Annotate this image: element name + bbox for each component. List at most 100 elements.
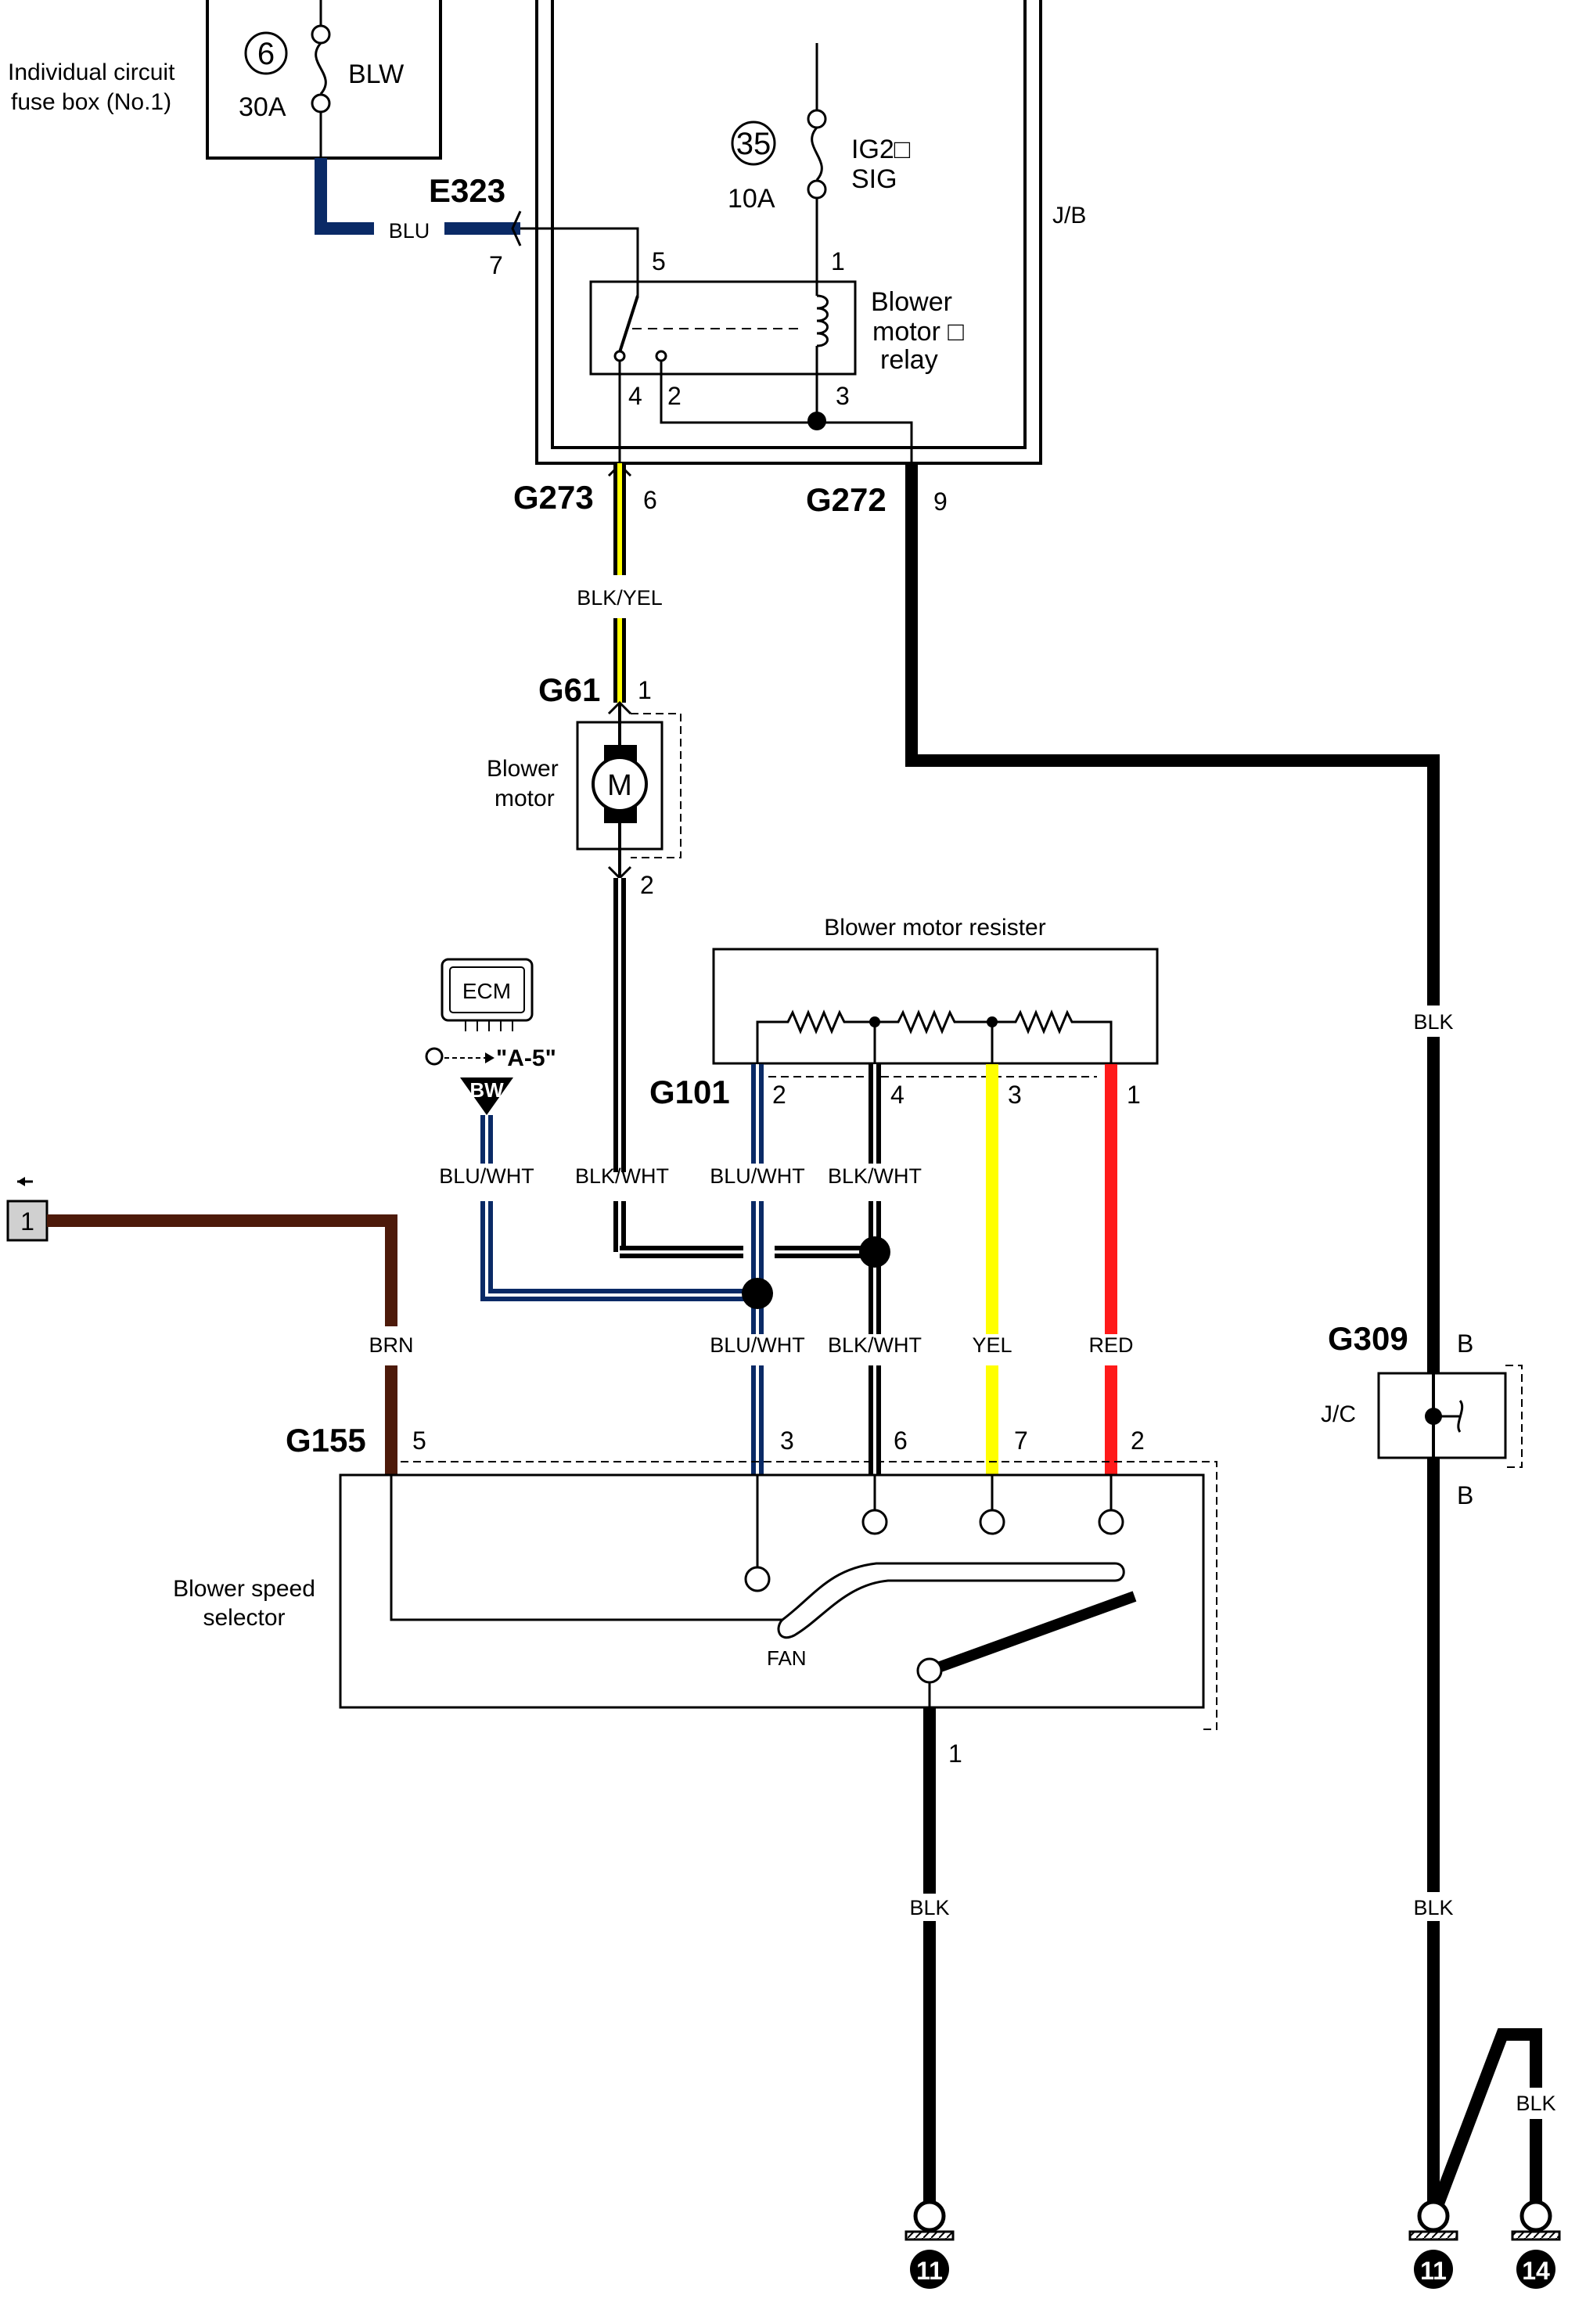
ecm-label: ECM <box>462 979 511 1003</box>
connector-e323: E323 7 <box>429 172 522 279</box>
g155-pin-a: 5 <box>412 1426 426 1455</box>
g272-name: G272 <box>806 481 887 518</box>
blower-speed-selector: Blower speed selector FAN <box>173 1473 1205 1709</box>
g155-pin-e: 2 <box>1131 1426 1145 1455</box>
selector-label-line2: selector <box>203 1605 285 1631</box>
fuse-number-circle <box>244 31 288 75</box>
fuse-35-name-line2: SIG <box>851 164 897 194</box>
blower-motor: M Blower motor <box>487 703 664 878</box>
wire-label-blk-1: BLK <box>1413 1010 1453 1034</box>
selector-label-line1: Blower speed <box>173 1576 315 1602</box>
wire-label-motor-blk-wht: BLK/WHT <box>575 1164 669 1188</box>
relay-label-line3: relay <box>880 345 938 375</box>
fan-label: FAN <box>767 1646 807 1670</box>
g101-pin-a: 2 <box>772 1081 786 1109</box>
fuse-35-circle <box>731 121 776 166</box>
wire-label-blu-wht-1: BLU/WHT <box>710 1164 805 1188</box>
selector-pivot <box>916 1657 943 1684</box>
blower-motor-label-line2: motor <box>495 786 555 811</box>
ground-2: 11 <box>1408 2200 1458 2289</box>
g155-pin-b: 3 <box>780 1426 794 1455</box>
offpage-reference: 1 <box>6 1177 49 1242</box>
wire-blu: BLU <box>315 158 520 243</box>
wire-label-blk-wht-2: BLK/WHT <box>828 1164 922 1188</box>
wire-resister-blk-wht: BLK/WHT BLK/WHT <box>828 1064 922 1475</box>
wire-label-yel: YEL <box>972 1333 1012 1357</box>
wire-label-blk-2: BLK <box>1413 1896 1453 1919</box>
wire-resister-red: RED <box>1088 1064 1134 1475</box>
ground-3: 14 <box>1511 2200 1561 2289</box>
jb-label: J/B <box>1052 203 1086 228</box>
ecm-connector: BW <box>469 1078 504 1102</box>
ecm-ref: "A-5" <box>496 1045 556 1071</box>
junction-blk-wht <box>859 1236 890 1268</box>
g309-pin-bottom: B <box>1457 1481 1473 1509</box>
fuse-box-label-line1: Individual circuit <box>8 59 175 85</box>
relay-pin-3: 3 <box>836 382 850 410</box>
connector-g61: G61 1 2 <box>538 671 682 899</box>
relay-pin-5: 5 <box>652 247 666 275</box>
fuse-box: Individual circuit fuse box (No.1) 6 30A… <box>8 0 442 160</box>
wire-label-blk-4: BLK <box>909 1896 949 1919</box>
selector-contact-6 <box>861 1509 888 1535</box>
wire-blk-g272 <box>905 463 1440 1373</box>
fuse-box-label-line2: fuse box (No.1) <box>11 89 171 115</box>
blower-motor-relay: 5 1 4 2 3 Blower motor □ relay <box>589 247 964 410</box>
wire-resister-blu-wht: BLU/WHT BLU/WHT <box>710 1064 805 1475</box>
g61-name: G61 <box>538 671 600 708</box>
g61-pin2: 2 <box>640 871 654 899</box>
ground-1-number: 11 <box>916 2257 943 2285</box>
g273-pin: 6 <box>643 486 657 514</box>
fuse-symbol <box>311 0 331 158</box>
connector-g155: G155 5 3 6 7 2 1 <box>286 1422 1217 1768</box>
motor-symbol: M <box>607 769 632 802</box>
relay-pin-4: 4 <box>628 382 642 410</box>
wire-resister-yel: YEL <box>972 1064 1012 1475</box>
connector-g101: G101 2 4 3 1 <box>649 1074 1141 1110</box>
offpage-ref-number: 1 <box>20 1207 34 1236</box>
g101-pin-b: 4 <box>890 1081 904 1109</box>
ground-2-number: 11 <box>1420 2257 1447 2285</box>
wire-label-blu: BLU <box>389 219 430 243</box>
wire-label-red: RED <box>1088 1333 1133 1357</box>
g101-pin-d: 1 <box>1127 1081 1141 1109</box>
g101-pin-c: 3 <box>1008 1081 1022 1109</box>
fuse-35-rating: 10A <box>728 184 775 214</box>
wire-label-blk-yel: BLK/YEL <box>577 586 663 610</box>
fuse-rating: 30A <box>239 92 286 122</box>
g155-pin-c: 6 <box>894 1426 908 1455</box>
relay-label-line2: motor □ <box>872 317 964 347</box>
selector-contact-3 <box>744 1566 771 1592</box>
wire-ecm-blu-wht: BLU/WHT <box>439 1115 757 1301</box>
fuse-35-name-line1: IG2□ <box>851 135 911 164</box>
fuse-name: BLW <box>348 59 404 89</box>
ground-3-number: 14 <box>1522 2257 1550 2285</box>
wire-motor-blk-wht: BLK/WHT <box>575 878 875 1258</box>
connector-g309: G309 B B J/C <box>1321 1320 1523 1509</box>
ecm: ECM "A-5" BW <box>425 958 556 1115</box>
ground-1: 11 <box>904 2200 955 2289</box>
blower-motor-label-line1: Blower <box>487 756 559 782</box>
e323-pin: 7 <box>489 251 503 279</box>
wire-label-blk-wht-3: BLK/WHT <box>828 1333 922 1357</box>
junction-blu-wht <box>742 1278 773 1309</box>
g155-pin-d: 7 <box>1014 1426 1028 1455</box>
g309-name: G309 <box>1328 1320 1408 1357</box>
selector-contact-2 <box>1098 1509 1124 1535</box>
selector-contact-7 <box>979 1509 1005 1535</box>
connector-g273: G273 6 <box>513 462 657 516</box>
connector-g272: G272 9 <box>806 462 948 518</box>
blower-motor-resister: Blower motor resister <box>712 915 1159 1065</box>
g101-name: G101 <box>649 1074 730 1110</box>
wire-blk-ground14 <box>1427 2028 1542 2218</box>
selector-switch-arm <box>927 1591 1137 1676</box>
reference-icon <box>425 1047 444 1066</box>
fuse-35: 35 10A IG2□ SIG <box>728 43 911 282</box>
relay-pin-2: 2 <box>667 382 682 410</box>
wire-blk-yel: BLK/YEL <box>577 463 663 703</box>
wire-label-blu-wht-ecm: BLU/WHT <box>439 1164 534 1188</box>
wire-label-blk-3: BLK <box>1516 2092 1555 2115</box>
g309-pin-top: B <box>1457 1329 1473 1358</box>
wire-label-blu-wht-2: BLU/WHT <box>710 1333 805 1357</box>
